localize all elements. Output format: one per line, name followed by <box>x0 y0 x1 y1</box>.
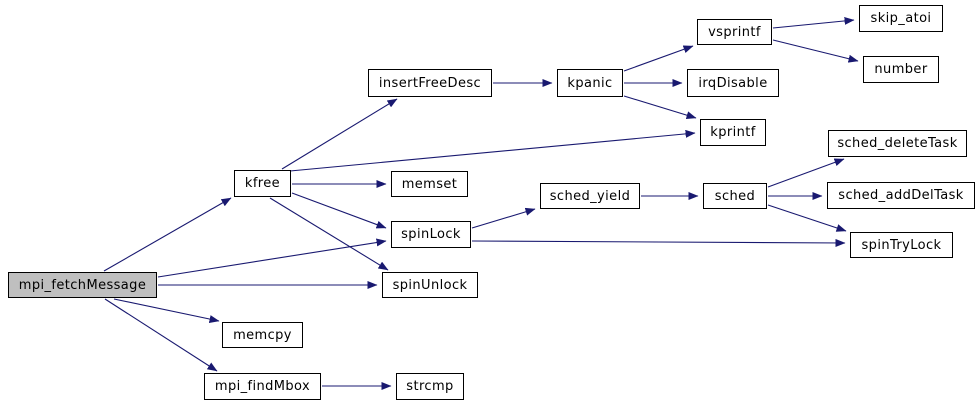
node-kpanic[interactable]: kpanic <box>557 69 623 97</box>
node-vsprintf[interactable]: vsprintf <box>697 19 772 45</box>
node-spinTryLock[interactable]: spinTryLock <box>850 232 953 258</box>
node-label: vsprintf <box>708 24 761 40</box>
edge-vsprintf-to-skip_atoi <box>772 16 855 29</box>
node-strcmp[interactable]: strcmp <box>396 373 464 400</box>
node-label: strcmp <box>406 379 454 394</box>
node-label: kprintf <box>710 125 756 140</box>
node-label: skip_atoi <box>870 11 932 26</box>
node-label: irqDisable <box>698 75 768 91</box>
node-sched_yield[interactable]: sched_yield <box>540 183 640 209</box>
node-label: spinTryLock <box>861 237 942 253</box>
node-insertFreeDesc[interactable]: insertFreeDesc <box>368 69 492 97</box>
edge-kfree-to-spinUnlock <box>269 197 389 271</box>
node-sched_addDelTask[interactable]: sched_addDelTask <box>827 182 975 209</box>
edge-kpanic-to-kprintf <box>623 95 697 120</box>
node-label: sched_deleteTask <box>837 136 958 151</box>
edge-kfree-to-insertFreeDesc <box>281 98 398 170</box>
node-number[interactable]: number <box>863 56 939 83</box>
node-mpi_fetchMessage[interactable]: mpi_fetchMessage <box>8 272 157 298</box>
edge-kfree-to-kprintf <box>289 129 696 172</box>
node-irqDisable[interactable]: irqDisable <box>687 69 779 97</box>
edge-spinLock-to-spinTryLock <box>471 238 846 247</box>
node-kprintf[interactable]: kprintf <box>700 119 766 146</box>
node-mpi_findMbox[interactable]: mpi_findMbox <box>204 373 321 400</box>
edge-mpi_fetchMessage-to-mpi_findMbox <box>104 298 218 372</box>
node-label: sched_yield <box>549 188 631 204</box>
node-memset[interactable]: memset <box>391 171 468 197</box>
node-sched_deleteTask[interactable]: sched_deleteTask <box>828 130 967 157</box>
edge-kfree-to-spinLock <box>291 192 387 229</box>
node-label: number <box>874 62 928 77</box>
node-label: kfree <box>244 176 281 191</box>
node-label: sched <box>714 188 756 204</box>
node-label: spinLock <box>401 227 461 242</box>
edge-vsprintf-to-number <box>772 39 859 63</box>
node-memcpy[interactable]: memcpy <box>222 322 303 348</box>
node-label: memcpy <box>233 327 292 343</box>
node-kfree[interactable]: kfree <box>234 170 291 197</box>
node-sched[interactable]: sched <box>703 183 767 209</box>
node-label: mpi_findMbox <box>214 379 311 394</box>
edge-mpi_fetchMessage-to-memcpy <box>113 298 220 323</box>
node-label: mpi_fetchMessage <box>18 277 147 293</box>
node-spinLock[interactable]: spinLock <box>391 221 471 248</box>
edge-sched-to-spinTryLock <box>767 204 847 232</box>
node-spinUnlock[interactable]: spinUnlock <box>382 272 478 298</box>
edge-kpanic-to-vsprintf <box>623 45 694 72</box>
node-label: insertFreeDesc <box>378 75 482 91</box>
node-label: sched_addDelTask <box>838 188 964 203</box>
node-label: spinUnlock <box>392 277 468 293</box>
node-label: kpanic <box>567 75 613 91</box>
node-label: memset <box>401 176 458 192</box>
edge-mpi_fetchMessage-to-kfree <box>103 197 232 272</box>
node-skip_atoi[interactable]: skip_atoi <box>859 5 943 32</box>
edge-mpi_fetchMessage-to-spinLock <box>157 238 387 278</box>
edge-sched-to-sched_deleteTask <box>767 158 845 188</box>
edge-spinLock-to-sched_yield <box>471 207 536 229</box>
